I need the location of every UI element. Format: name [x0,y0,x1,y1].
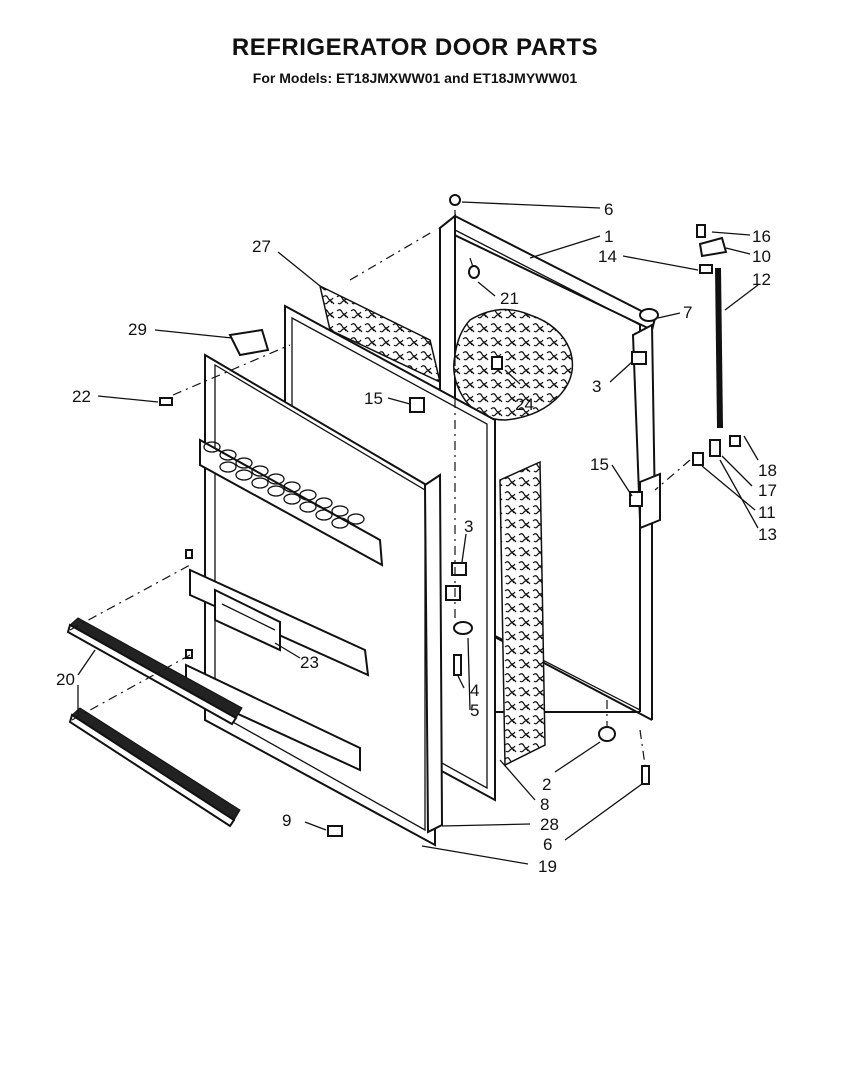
callout-6-top: 6 [604,200,613,219]
callout-12: 12 [752,270,771,289]
callout-11: 11 [758,503,776,522]
callout-18: 18 [758,461,777,480]
callout-15-right: 15 [590,455,609,474]
hinge-cap [698,236,728,258]
screw-22 [159,397,173,406]
screw-top [449,194,461,206]
callout-2: 2 [542,775,551,794]
callout-1: 1 [604,227,613,246]
callout-21: 21 [500,289,519,308]
callout-28: 28 [540,815,559,834]
callout-17: 17 [758,481,777,500]
shelf-stud-2 [185,649,193,659]
screw-16 [696,224,706,238]
clip-15 [409,397,425,413]
bracket-3b [451,562,467,576]
callout-7: 7 [683,303,692,322]
bearing [453,621,473,635]
callout-5: 5 [470,701,479,720]
callout-27: 27 [252,237,271,256]
clip-15b [629,491,643,507]
spacer-14 [699,264,713,274]
alignment-lines [69,210,691,766]
callout-10: 10 [752,247,771,266]
insulation-patch [453,308,574,421]
callout-16: 16 [752,227,771,246]
trim-piece [228,328,270,357]
screw-9 [327,825,343,837]
screw-4 [453,654,462,676]
callout-22: 22 [72,387,91,406]
foam-strip [499,460,546,767]
door-liner [185,353,436,847]
vertical-trim [423,473,444,834]
washer-2 [598,726,616,742]
callout-19: 19 [538,857,557,876]
callout-9: 9 [282,811,291,830]
callout-3-top: 3 [592,377,601,396]
shelf-stud [185,549,193,559]
bracket [445,585,461,601]
egg-tray [203,441,365,529]
hinge-rod [715,267,723,429]
leader-lines [77,201,759,865]
callout-24: 24 [515,395,534,414]
callout-15-left: 15 [364,389,383,408]
callout-6-bottom: 6 [543,835,552,854]
cap [639,308,659,322]
callout-20: 20 [56,670,75,689]
page-subtitle: For Models: ET18JMXWW01 and ET18JMYWW01 [252,70,578,86]
callout-labels: 6 1 16 10 14 12 27 21 7 29 3 24 22 15 15… [56,200,777,876]
screw-6b [641,765,650,785]
callout-3-mid: 3 [464,517,473,536]
insulation-clip [491,356,503,370]
callout-29: 29 [128,320,147,339]
callout-8: 8 [540,795,549,814]
plug [468,265,480,279]
page-title: REFRIGERATOR DOOR PARTS [231,34,599,61]
callout-14: 14 [598,247,617,266]
screw-18 [729,435,741,447]
hinge-bracket [631,351,647,365]
bracket-11 [692,452,704,466]
callout-4: 4 [470,681,479,700]
hardware [159,194,741,837]
callout-23: 23 [300,653,319,672]
callout-13: 13 [758,525,777,544]
stop-17 [709,439,721,457]
shelf-bars [66,617,243,828]
